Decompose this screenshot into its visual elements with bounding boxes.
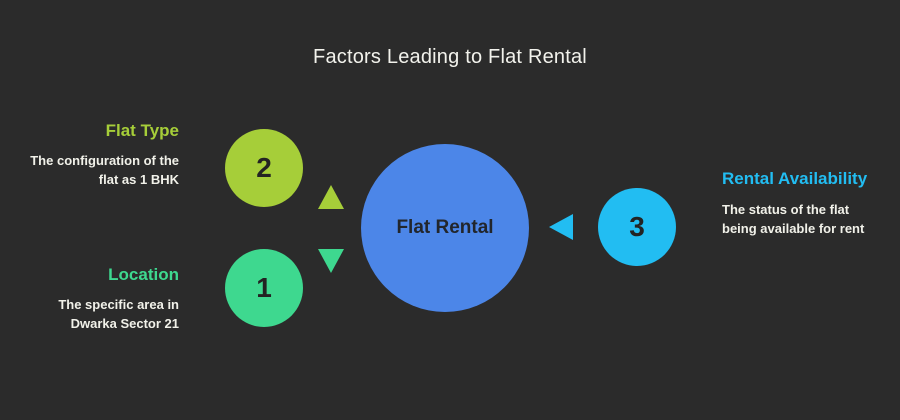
factor-number-label-location: 1: [256, 272, 272, 303]
factor-number-circle-rental-availability[interactable]: 3: [598, 188, 676, 266]
triangle-left-icon: [549, 214, 573, 240]
center-circle-label: Flat Rental: [396, 217, 494, 238]
factor-label-location: Location The specific area in Dwarka Sec…: [22, 264, 179, 333]
factor-label-rental-availability: Rental Availability The status of the fl…: [722, 168, 887, 238]
factor-heading-rental-availability: Rental Availability: [722, 169, 868, 188]
factor-description-flat-type: The configuration of the flat as 1 BHK: [30, 153, 179, 187]
triangle-down-icon: [318, 249, 344, 273]
factor-heading-flat-type: Flat Type: [105, 121, 179, 140]
triangle-up-icon: [318, 185, 344, 209]
factor-number-circle-flat-type[interactable]: 2: [225, 129, 303, 207]
factor-label-flat-type: Flat Type The configuration of the flat …: [22, 120, 179, 189]
factor-number-circle-location[interactable]: 1: [225, 249, 303, 327]
center-circle-flat-rental[interactable]: Flat Rental: [361, 144, 529, 312]
page-title: Factors Leading to Flat Rental: [313, 46, 587, 68]
factor-number-label-flat-type: 2: [256, 152, 272, 183]
factor-heading-location: Location: [108, 265, 179, 284]
factor-description-rental-availability: The status of the flat being available f…: [722, 202, 865, 236]
factor-description-location: The specific area in Dwarka Sector 21: [58, 297, 179, 331]
factor-number-label-rental-availability: 3: [629, 211, 645, 242]
